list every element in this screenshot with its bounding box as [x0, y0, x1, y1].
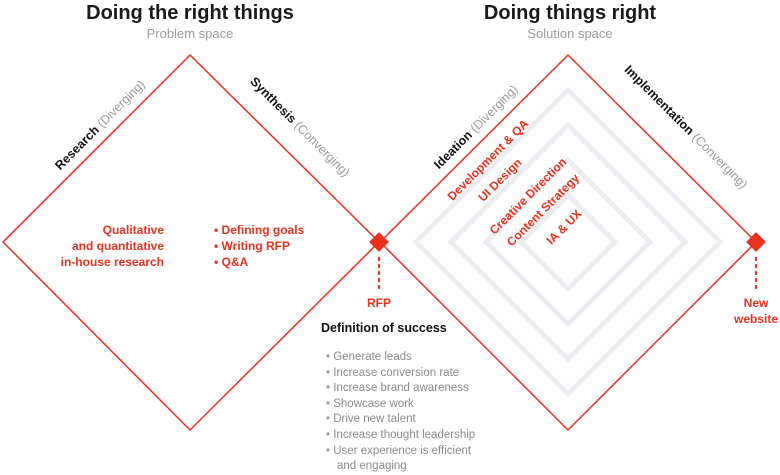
- rfp-marker: [369, 232, 389, 252]
- research-line: and quantitative: [71, 239, 164, 253]
- list-item-continuation: and engaging: [337, 460, 407, 473]
- synthesis-bullets: Defining goals Writing RFP Q&A: [214, 222, 305, 270]
- list-item: User experience is efficient: [326, 444, 475, 460]
- list-item: Increase thought leadership: [326, 428, 475, 444]
- solution-title: Doing things right: [483, 2, 657, 24]
- new-website-line: website: [733, 312, 778, 326]
- new-website-line: New: [743, 296, 769, 310]
- solution-diamond: [378, 53, 758, 432]
- research-line: in-house research: [60, 255, 164, 269]
- layer-diamond-4: [517, 191, 619, 293]
- list-item: Showcase work: [326, 397, 475, 413]
- research-line: Qualitative: [102, 223, 164, 237]
- list-item: Increase brand awareness: [326, 381, 475, 397]
- list-item: Defining goals: [214, 222, 305, 238]
- success-list: Generate leads Increase conversion rate …: [326, 350, 475, 475]
- problem-diamond: [1, 53, 381, 432]
- layer-diamond-3: [482, 156, 654, 328]
- list-item: Generate leads: [326, 350, 475, 366]
- layer-diamond-2: [447, 121, 689, 363]
- list-item: Writing RFP: [214, 238, 304, 254]
- new-website-label: New website: [726, 295, 780, 327]
- list-item: Drive new talent: [326, 412, 475, 428]
- rfp-label: RFP: [367, 296, 391, 310]
- solution-subtitle: Solution space: [527, 26, 613, 41]
- problem-subtitle: Problem space: [146, 26, 234, 41]
- list-item: Increase conversion rate: [326, 366, 475, 382]
- success-heading: Definition of success: [321, 321, 447, 335]
- problem-title: Doing the right things: [86, 2, 294, 24]
- research-description: Qualitative and quantitative in-house re…: [40, 222, 164, 270]
- list-item: Q&A: [214, 254, 304, 270]
- layer-diamond-1: [412, 86, 724, 398]
